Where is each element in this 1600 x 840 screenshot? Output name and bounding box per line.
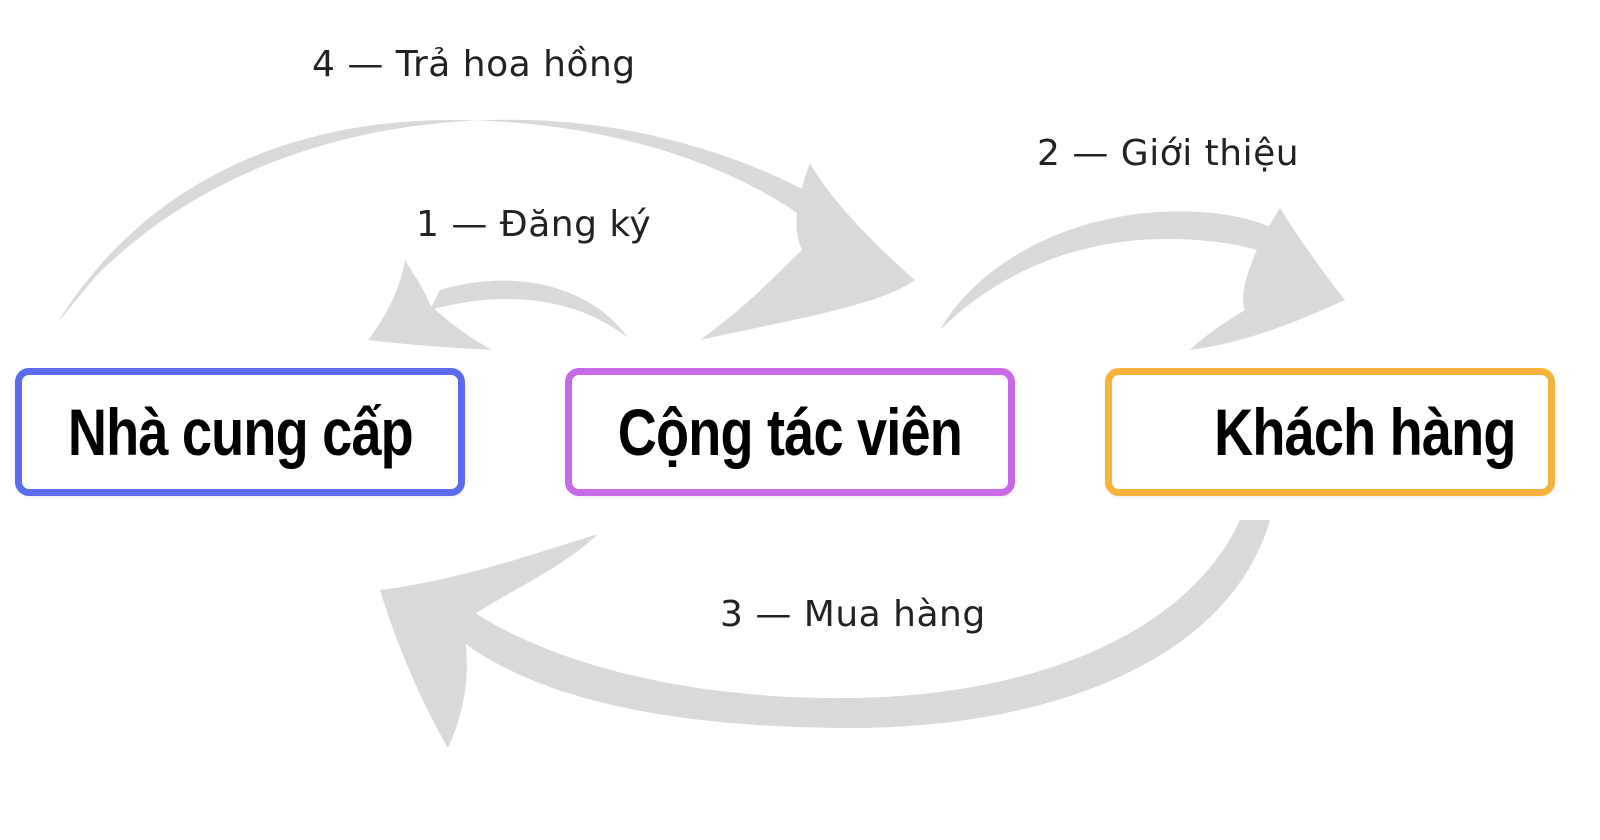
supplier-node: Nhà cung cấp xyxy=(15,368,465,496)
step-2-label: 2 — Giới thiệu xyxy=(1037,133,1300,174)
customer-label: Khách hàng xyxy=(1214,395,1516,469)
arrow-purchase-head xyxy=(380,534,598,748)
arrow-purchase-curve xyxy=(430,520,1270,729)
arrow-register-curve xyxy=(430,280,628,338)
arrow-register-head xyxy=(368,260,492,350)
supplier-label: Nhà cung cấp xyxy=(67,395,413,469)
step-1-label: 1 — Đăng ký xyxy=(416,204,652,245)
arrow-introduce-curve xyxy=(940,211,1285,330)
arrow-commission-head xyxy=(700,163,915,340)
arrow-introduce-head xyxy=(1190,208,1345,350)
collaborator-node: Cộng tác viên xyxy=(565,368,1015,496)
collaborator-label: Cộng tác viên xyxy=(617,395,963,469)
step-4-label: 4 — Trả hoa hồng xyxy=(312,44,636,85)
step-3-label: 3 — Mua hàng xyxy=(720,594,986,635)
customer-node: Khách hàng xyxy=(1105,368,1555,496)
